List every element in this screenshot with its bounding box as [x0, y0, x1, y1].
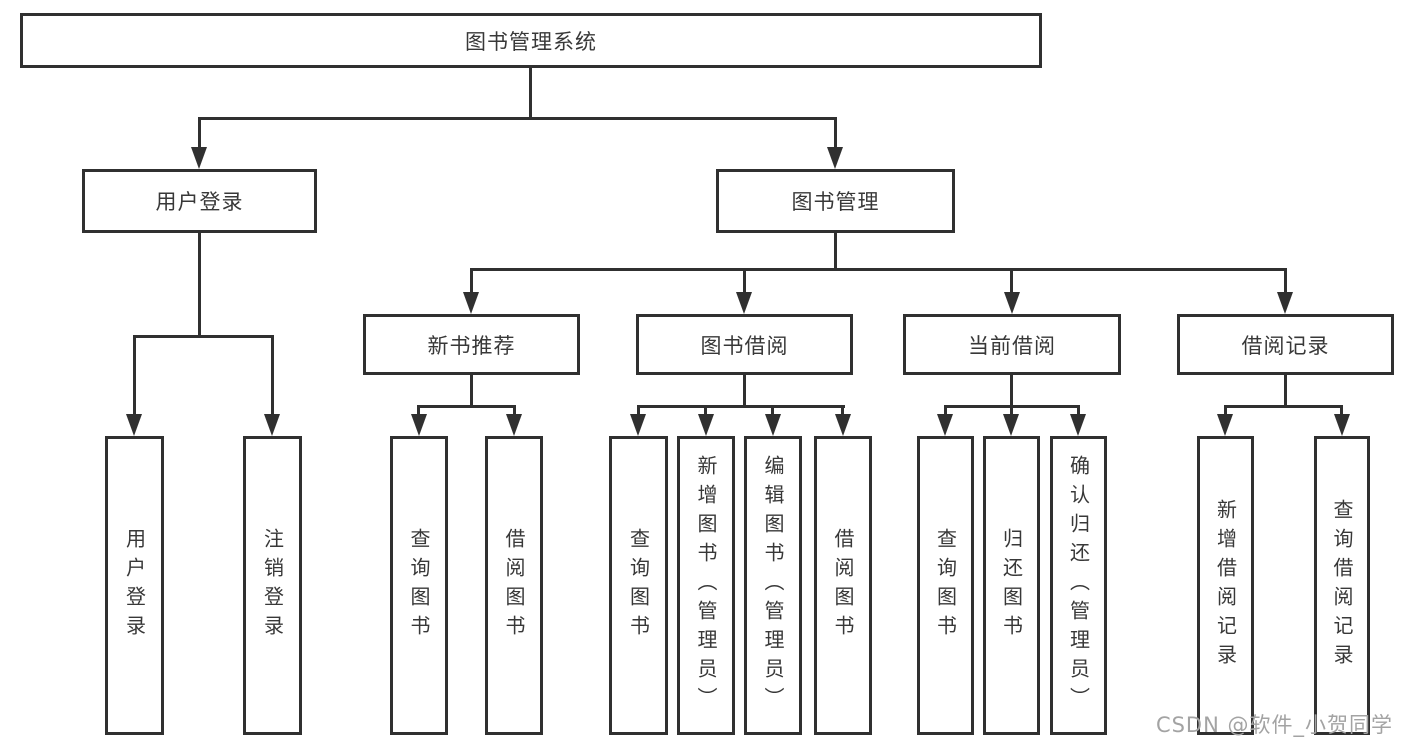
arrow-down-icon [827, 147, 843, 169]
leaf-borrow-edit-admin-label: 编辑图书（管理员） [761, 455, 785, 716]
watermark: CSDN @软件_小贺同学 [1155, 713, 1393, 737]
arrow-down-icon [506, 414, 522, 436]
connector-book-mgmt-trunk [834, 233, 837, 271]
leaf-newbook-query-label: 查询图书 [407, 527, 431, 644]
connector-level3-splitter [470, 268, 1287, 271]
connector-stub [1077, 405, 1080, 418]
leaf-logout: 注销登录 [243, 436, 302, 735]
leaf-borrow-borrow: 借阅图书 [814, 436, 872, 735]
connector-book-borrow-trunk [743, 375, 746, 408]
leaf-user-login: 用户登录 [105, 436, 164, 735]
node-root-label: 图书管理系统 [465, 29, 597, 54]
node-book-management-label: 图书管理 [791, 190, 880, 214]
connector-stub [637, 405, 640, 418]
leaf-current-query-label: 查询图书 [933, 527, 958, 644]
connector-drop-current-borrow [1010, 268, 1013, 296]
arrow-down-icon [1217, 414, 1233, 436]
leaf-borrow-add-admin-label: 新增图书（管理员） [694, 455, 718, 716]
arrow-down-icon [698, 414, 714, 436]
arrow-down-icon [1070, 414, 1086, 436]
leaf-record-add: 新增借阅记录 [1197, 436, 1254, 735]
leaf-current-confirm-admin: 确认归还（管理员） [1050, 436, 1107, 735]
connector-stub [417, 405, 420, 418]
node-new-book-recommend-label: 新书推荐 [427, 333, 516, 358]
connector-book-borrow-splitter [637, 405, 845, 408]
arrow-down-icon [463, 292, 479, 314]
connector-borrow-record-splitter [1224, 405, 1343, 408]
node-borrow-record-label: 借阅记录 [1241, 333, 1330, 358]
connector-root-trunk [529, 68, 532, 120]
arrow-down-icon [1004, 292, 1020, 314]
connector-drop-new-book [470, 268, 473, 296]
connector-stub [1010, 405, 1013, 418]
leaf-current-query: 查询图书 [917, 436, 974, 735]
leaf-record-query-label: 查询借阅记录 [1330, 498, 1354, 673]
leaf-borrow-query: 查询图书 [609, 436, 668, 735]
connector-stub [1340, 405, 1343, 418]
leaf-newbook-query: 查询图书 [390, 436, 448, 735]
leaf-borrow-edit-admin: 编辑图书（管理员） [744, 436, 802, 735]
connector-stub [1224, 405, 1227, 418]
leaf-borrow-query-label: 查询图书 [626, 527, 651, 644]
connector-borrow-record-trunk [1284, 375, 1287, 408]
connector-new-book-splitter [417, 405, 516, 408]
node-borrow-record: 借阅记录 [1177, 314, 1394, 375]
arrow-down-icon [1003, 414, 1019, 436]
arrow-down-icon [411, 414, 427, 436]
connector-stub [841, 405, 844, 418]
connector-current-borrow-trunk [1010, 375, 1013, 408]
node-book-borrow-label: 图书借阅 [700, 333, 789, 358]
connector-level1-splitter [198, 117, 837, 120]
leaf-borrow-borrow-label: 借阅图书 [831, 527, 855, 644]
arrow-down-icon [937, 414, 953, 436]
connector-drop-book-borrow [743, 268, 746, 296]
arrow-down-icon [765, 414, 781, 436]
arrow-down-icon [1277, 292, 1293, 314]
connector-user-login-trunk [198, 233, 201, 338]
arrow-down-icon [630, 414, 646, 436]
connector-drop-borrow-record [1284, 268, 1287, 296]
node-new-book-recommend: 新书推荐 [363, 314, 580, 375]
leaf-current-return: 归还图书 [983, 436, 1040, 735]
connector-stub [513, 405, 516, 418]
leaf-current-return-label: 归还图书 [999, 527, 1024, 644]
connector-user-login-splitter [133, 335, 274, 338]
connector-stub [771, 405, 774, 418]
connector-drop-book-mgmt [834, 117, 837, 151]
arrow-down-icon [126, 414, 142, 436]
arrow-down-icon [264, 414, 280, 436]
leaf-newbook-borrow-label: 借阅图书 [502, 527, 526, 644]
node-user-login: 用户登录 [82, 169, 317, 233]
connector-stub [944, 405, 947, 418]
arrow-down-icon [1334, 414, 1350, 436]
node-current-borrow: 当前借阅 [903, 314, 1121, 375]
leaf-record-query: 查询借阅记录 [1314, 436, 1370, 735]
node-user-login-label: 用户登录 [155, 190, 244, 214]
node-current-borrow-label: 当前借阅 [968, 333, 1056, 358]
node-root: 图书管理系统 [20, 13, 1042, 68]
node-book-management: 图书管理 [716, 169, 955, 233]
arrow-down-icon [835, 414, 851, 436]
leaf-logout-label: 注销登录 [260, 527, 285, 644]
connector-drop-user-login [198, 117, 201, 151]
node-book-borrow: 图书借阅 [636, 314, 853, 375]
arrow-down-icon [191, 147, 207, 169]
connector-new-book-trunk [470, 375, 473, 408]
leaf-user-login-label: 用户登录 [122, 527, 147, 644]
connector-drop-leaf-logout [271, 335, 274, 418]
connector-drop-leaf-login [133, 335, 136, 418]
leaf-borrow-add-admin: 新增图书（管理员） [677, 436, 735, 735]
leaf-current-confirm-admin-label: 确认归还（管理员） [1066, 455, 1091, 716]
leaf-record-add-label: 新增借阅记录 [1213, 498, 1238, 673]
connector-stub [704, 405, 707, 418]
leaf-newbook-borrow: 借阅图书 [485, 436, 543, 735]
arrow-down-icon [736, 292, 752, 314]
